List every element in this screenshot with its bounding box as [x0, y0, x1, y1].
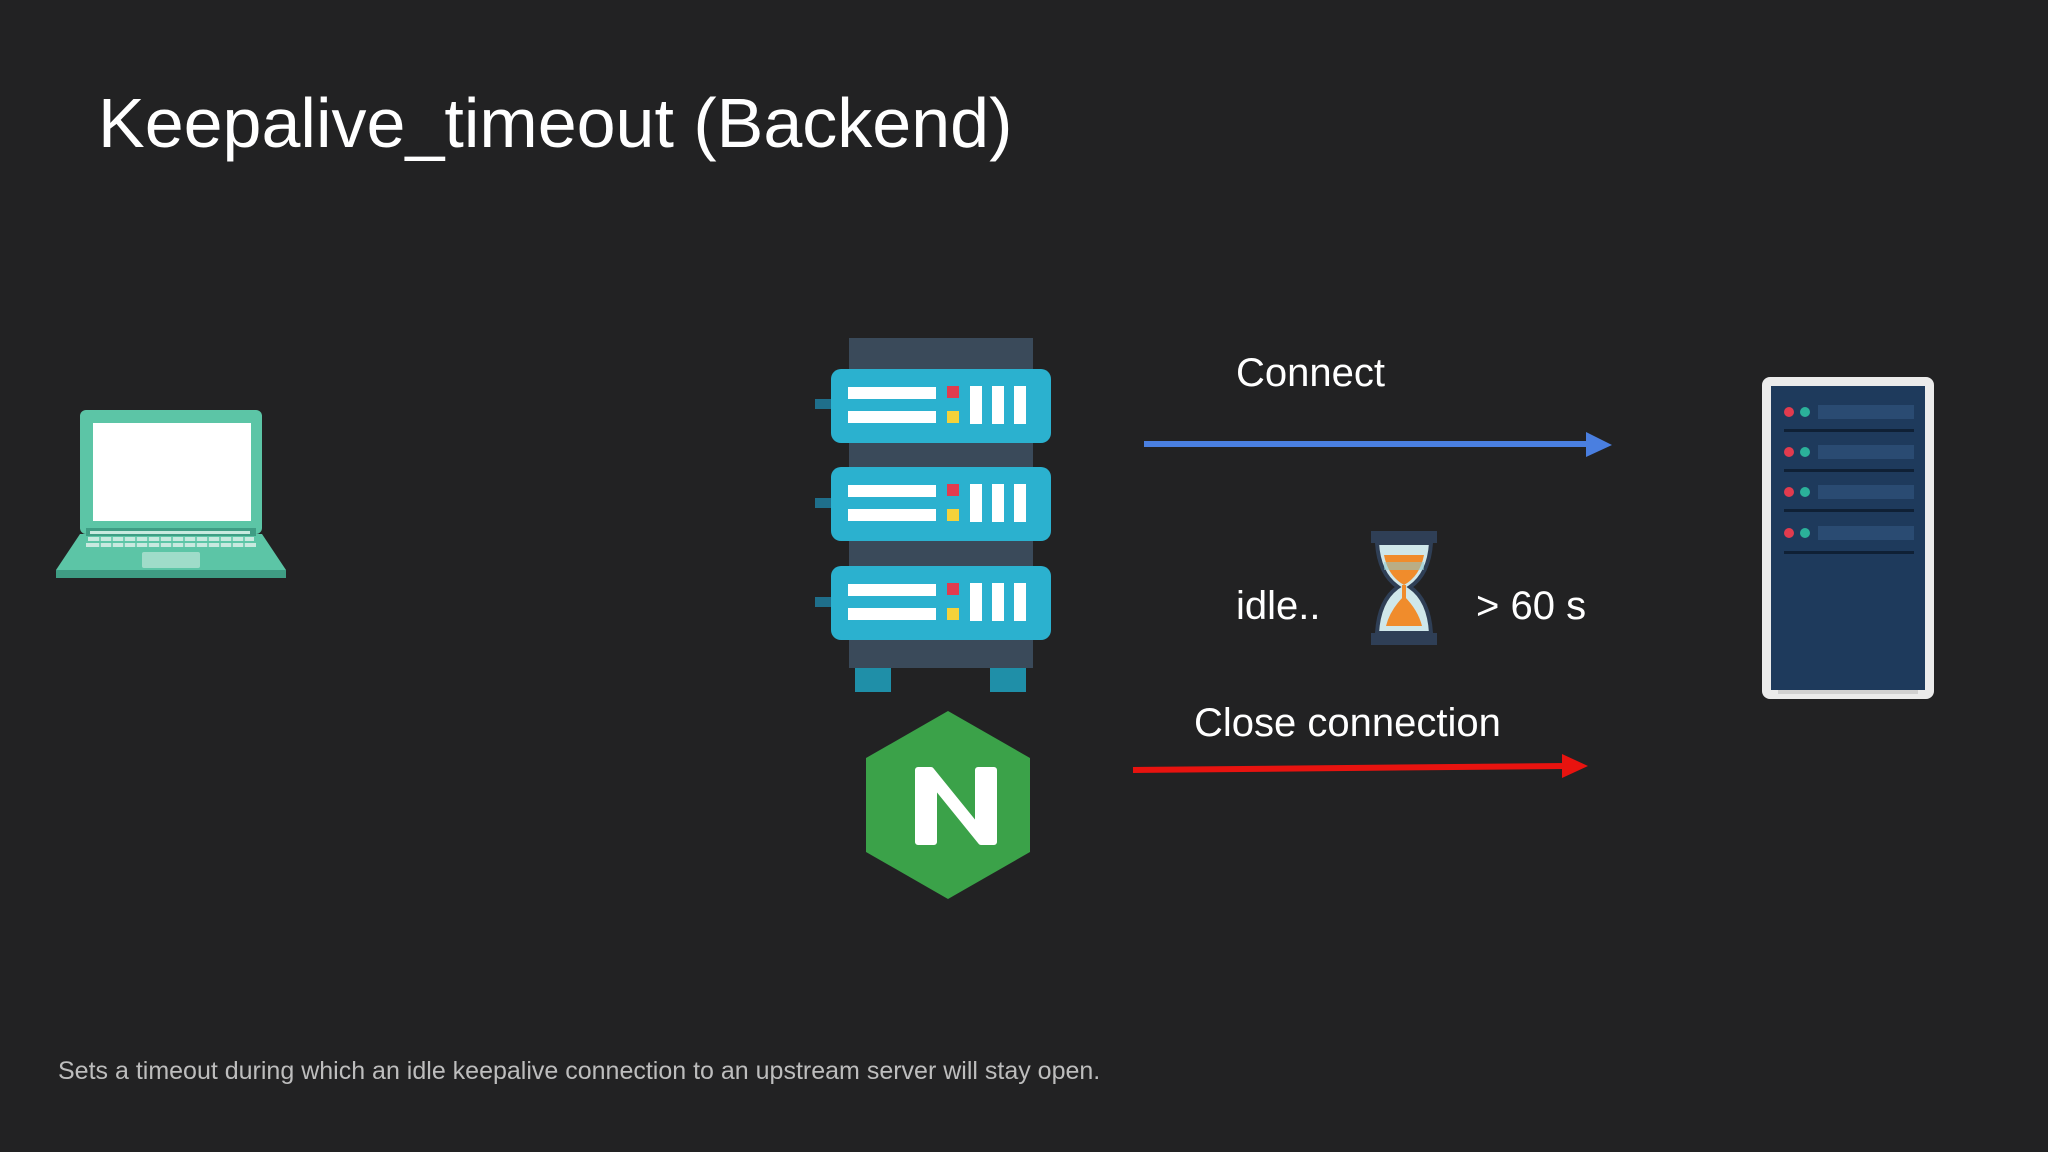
slide-title: Keepalive_timeout (Backend) [98, 84, 1013, 162]
slide-footnote: Sets a timeout during which an idle keep… [58, 1057, 1101, 1085]
server-rack-icon [815, 338, 1051, 692]
duration-label: > 60 s [1476, 584, 1587, 628]
laptop-icon [56, 410, 286, 578]
upstream-server-icon [1762, 377, 1934, 699]
connect-label: Connect [1236, 351, 1385, 395]
close-arrow [1132, 754, 1588, 778]
nginx-logo-icon [866, 711, 1030, 899]
idle-label: idle.. [1236, 584, 1321, 628]
close-connection-label: Close connection [1194, 701, 1501, 745]
connect-arrow [1144, 432, 1612, 457]
hourglass-icon [1371, 531, 1437, 645]
